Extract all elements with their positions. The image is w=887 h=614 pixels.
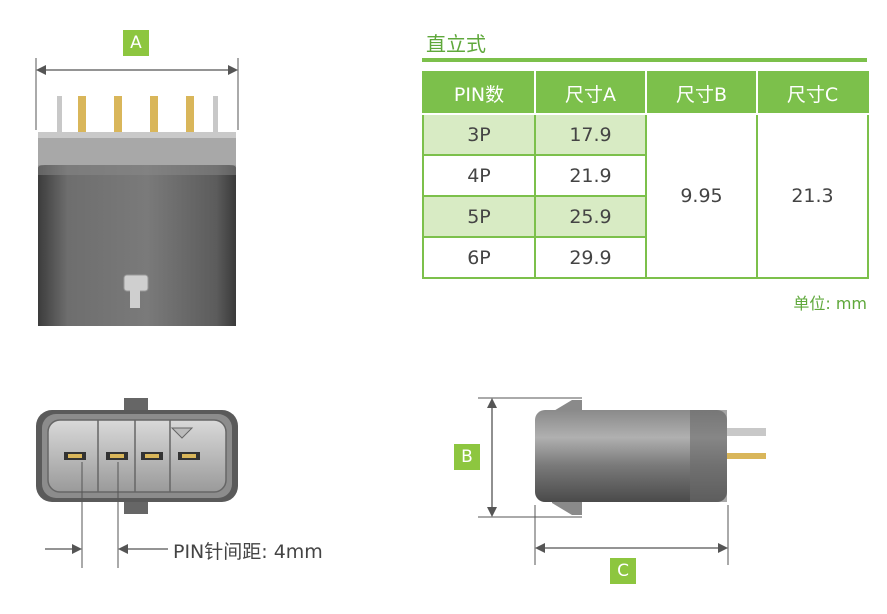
table-row: 5P 25.9: [422, 195, 868, 238]
pin-count-cell: 3P: [422, 113, 536, 156]
pin-count-cell: 6P: [422, 236, 536, 279]
pin-count-cell: 4P: [422, 154, 536, 197]
unit-note: 单位: mm: [793, 294, 867, 313]
header-size-b: 尺寸B: [645, 71, 758, 115]
dimension-label-c: C: [610, 558, 636, 584]
size-b-cell: 9.95: [645, 113, 758, 279]
size-c-cell: 21.3: [756, 113, 869, 279]
header-size-a: 尺寸A: [534, 71, 647, 115]
table-row: 6P 29.9: [422, 236, 868, 279]
pin-count-cell: 5P: [422, 195, 536, 238]
title-divider: [422, 58, 867, 62]
size-a-cell: 17.9: [534, 113, 647, 156]
size-a-cell: 25.9: [534, 195, 647, 238]
side-view: [478, 397, 766, 565]
face-view: [36, 398, 238, 568]
table-row: 3P 17.9 9.95 21.3: [422, 113, 869, 279]
spec-table: PIN数 尺寸A 尺寸B 尺寸C 3P 17.9 9.95 21.3 4P 21…: [422, 71, 869, 279]
dimension-label-b: B: [454, 444, 480, 470]
size-a-cell: 29.9: [534, 236, 647, 279]
header-pin-count: PIN数: [422, 71, 536, 115]
size-a-cell: 21.9: [534, 154, 647, 197]
table-title: 直立式: [426, 32, 486, 56]
pin-pitch-note: PIN针间距: 4mm: [173, 541, 323, 563]
table-header-row: PIN数 尺寸A 尺寸B 尺寸C: [422, 71, 869, 115]
front-view: [35, 58, 239, 326]
dimension-label-a: A: [123, 30, 149, 56]
table-row: 4P 21.9: [422, 154, 868, 197]
header-size-c: 尺寸C: [756, 71, 869, 115]
